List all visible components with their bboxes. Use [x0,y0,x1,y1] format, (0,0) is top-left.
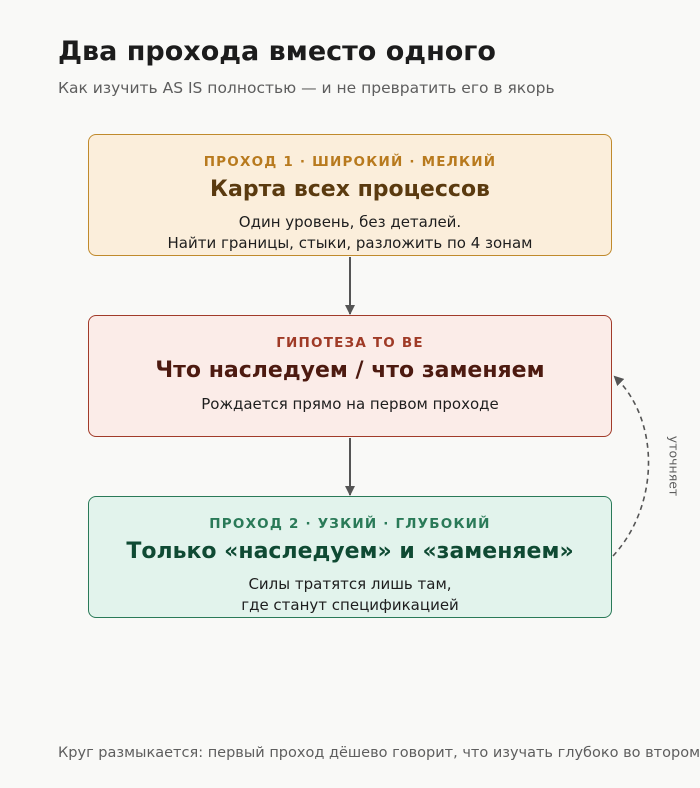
pass-1-heading: Карта всех процессов [210,177,490,202]
page-subtitle: Как изучить AS IS полностью — и не превр… [58,79,555,97]
pass-1-line: Найти границы, стыки, разложить по 4 зон… [167,234,533,252]
pass-2-box: ПРОХОД 2 · УЗКИЙ · ГЛУБОКИЙ Только «насл… [88,496,612,618]
feedback-arrow-refines [612,375,650,557]
pass-2-line: где станут спецификацией [241,596,459,614]
pass-2-heading: Только «наследуем» и «заменяем» [126,539,574,564]
feedback-label: уточняет [666,435,682,497]
pass-1-kicker: ПРОХОД 1 · ШИРОКИЙ · МЕЛКИЙ [203,154,497,170]
footer-note: Круг размыкается: первый проход дёшево г… [58,745,700,761]
pass-1-line: Один уровень, без деталей. [238,213,462,231]
hypothesis-box: ГИПОТЕЗА TO BE Что наследуем / что замен… [88,315,612,437]
pass-2-description: Силы тратятся лишь там, где станут специ… [89,574,611,616]
hypothesis-description: Рождается прямо на первом проходе [89,394,611,415]
hypothesis-heading: Что наследуем / что заменяем [155,358,545,383]
hypothesis-line: Рождается прямо на первом проходе [201,395,499,413]
hypothesis-kicker: ГИПОТЕЗА TO BE [276,335,424,351]
pass-2-kicker: ПРОХОД 2 · УЗКИЙ · ГЛУБОКИЙ [209,516,491,532]
pass-1-box: ПРОХОД 1 · ШИРОКИЙ · МЕЛКИЙ Карта всех п… [88,134,612,256]
page-title: Два прохода вместо одного [58,36,496,67]
pass-1-description: Один уровень, без деталей. Найти границы… [89,212,611,254]
pass-2-line: Силы тратятся лишь там, [248,575,452,593]
